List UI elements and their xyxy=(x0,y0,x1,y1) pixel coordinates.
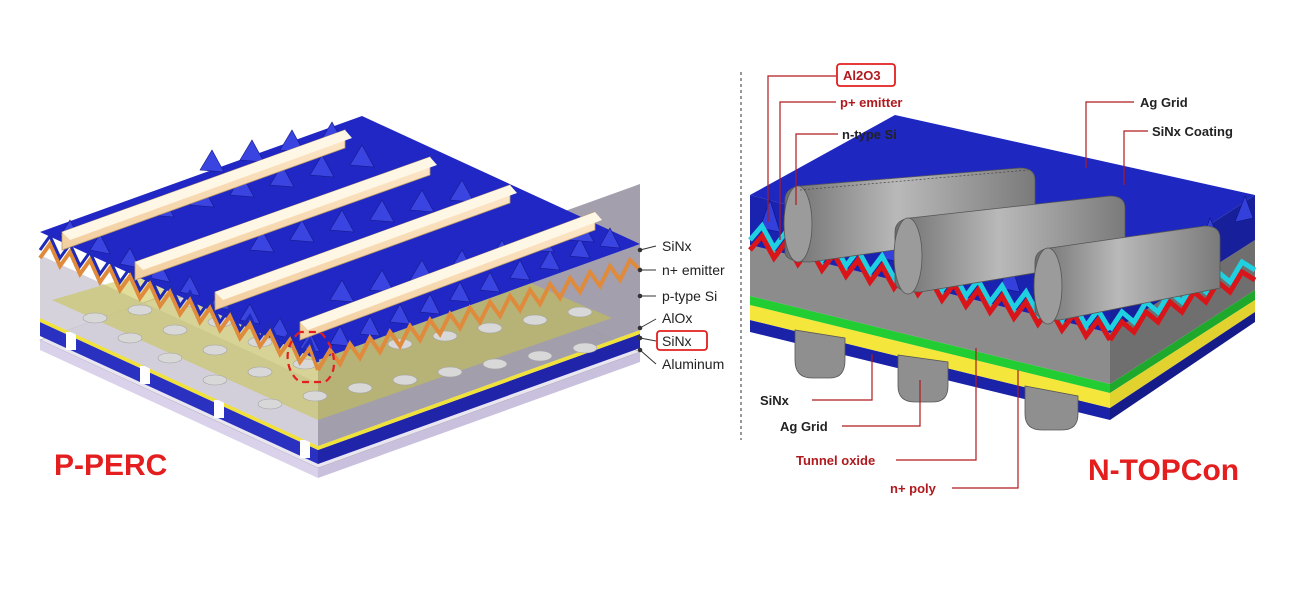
topcon-label-sinx-rear: SiNx xyxy=(760,393,790,408)
perc-cell-illustration xyxy=(38,116,657,478)
topcon-cell-illustration xyxy=(748,75,1257,489)
topcon-silicon-front xyxy=(750,245,1110,384)
topcon-label-al2o3: Al2O3 xyxy=(843,68,881,83)
topcon-al2o3-box xyxy=(836,63,896,87)
perc-title: P-PERC xyxy=(54,449,167,482)
topcon-label-ag-grid-top: Ag Grid xyxy=(1140,95,1188,110)
topcon-rear-ag-grid xyxy=(794,329,1079,431)
perc-label-alox: AlOx xyxy=(662,310,692,326)
perc-label-sinx-top: SiNx xyxy=(662,238,692,254)
topcon-title: N-TOPCon xyxy=(1088,454,1239,487)
perc-emitter-zigzag xyxy=(38,240,320,371)
topcon-front-ag-grid xyxy=(783,167,1221,325)
topcon-label-p-emitter: p+ emitter xyxy=(840,95,903,110)
perc-label-p-type-si: p-type Si xyxy=(662,288,717,304)
topcon-label-sinx-coating: SiNx Coating xyxy=(1152,124,1233,139)
perc-highlight-box xyxy=(656,330,708,351)
topcon-yellow-oxide-layer xyxy=(750,305,1110,408)
perc-rear-alox-stripe xyxy=(40,318,318,450)
topcon-label-tunnel-oxide: Tunnel oxide xyxy=(796,453,875,468)
topcon-label-n-poly: n+ poly xyxy=(890,481,937,496)
perc-rear-sinx-stripe xyxy=(40,322,318,464)
perc-label-emitter: n+ emitter xyxy=(662,262,725,278)
perc-label-sinx-rear: SiNx xyxy=(662,333,692,349)
perc-front-busbars xyxy=(61,129,602,341)
topcon-label-n-type-si: n-type Si xyxy=(842,127,897,142)
topcon-green-poly-layer xyxy=(750,296,1110,393)
perc-aluminum-front xyxy=(40,340,318,478)
perc-local-contact-highlight xyxy=(286,330,336,384)
perc-label-aluminum: Aluminum xyxy=(662,356,724,372)
topcon-label-ag-grid-rear: Ag Grid xyxy=(780,419,828,434)
